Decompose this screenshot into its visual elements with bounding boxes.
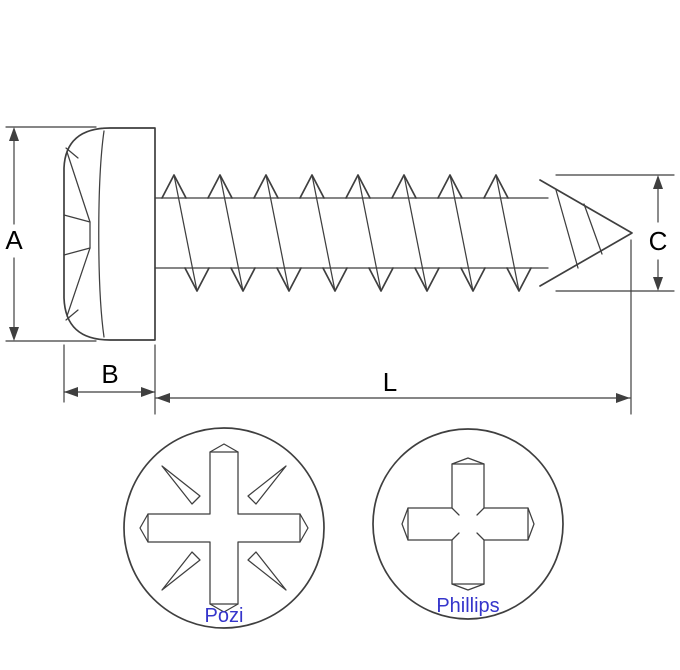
pozi-tick-ne (247, 465, 287, 505)
dimension-b-label: B (101, 359, 118, 389)
phillips-head-circle (372, 428, 564, 620)
dimension-l-arrow-right (616, 393, 630, 403)
pozi-diagonal-ticks (161, 465, 287, 591)
dimension-c-label: C (649, 226, 668, 256)
recess-edge-tick-top (65, 147, 79, 159)
head-recess-profile (63, 147, 91, 321)
tip-cone-outline (539, 179, 633, 287)
tip-cone-thread-lines (555, 189, 603, 269)
pozi-tick-nw (161, 465, 201, 505)
dimension-l-label: L (383, 367, 397, 397)
recess-slot-outline (63, 214, 91, 256)
thread-flank-lines (173, 174, 520, 292)
thread-crests-bottom (184, 267, 532, 292)
pozi-drive-label: Pozi (205, 605, 244, 627)
screw-side-view (63, 127, 633, 341)
dimension-a-label: A (5, 225, 23, 255)
pozi-tick-sw (161, 551, 201, 591)
dimension-c: C (555, 174, 675, 292)
phillips-cross-slot (407, 463, 529, 585)
dimension-l-arrow-left (156, 393, 170, 403)
phillips-drive-view: Phillips (372, 428, 564, 620)
recess-edge-tick-bottom (65, 309, 79, 321)
dimension-a-arrow-down (9, 327, 19, 341)
phillips-slot-end-chevrons (401, 457, 535, 591)
screw-tip (539, 179, 633, 287)
dimension-a: A (5, 126, 97, 342)
pozi-cross-slot (147, 451, 301, 605)
pozi-slot-end-chevrons (139, 443, 309, 613)
thread-crests-top (161, 174, 509, 199)
pozi-tick-se (247, 551, 287, 591)
phillips-drive-label: Phillips (436, 595, 499, 617)
screw-thread (154, 174, 549, 292)
dimension-a-extension-lines (5, 126, 97, 342)
dimension-a-arrow-up (9, 127, 19, 141)
dimension-b-arrow-right (141, 387, 155, 397)
dimension-c-arrow-down (653, 277, 663, 291)
recess-upper-flank-line (66, 151, 91, 223)
recess-lower-flank-line (66, 247, 91, 317)
dimension-l: L (155, 239, 632, 415)
head-dome-arc (98, 130, 105, 338)
dimension-c-extension-lines (555, 174, 675, 292)
dimension-b-arrow-left (64, 387, 78, 397)
phillips-center-taper-lines (451, 507, 485, 541)
pozi-drive-view: Pozi (123, 427, 325, 629)
dimension-c-arrow-up (653, 175, 663, 189)
pozi-head-circle (123, 427, 325, 629)
dimension-b: B (63, 344, 156, 415)
screw-head-profile (63, 127, 156, 341)
